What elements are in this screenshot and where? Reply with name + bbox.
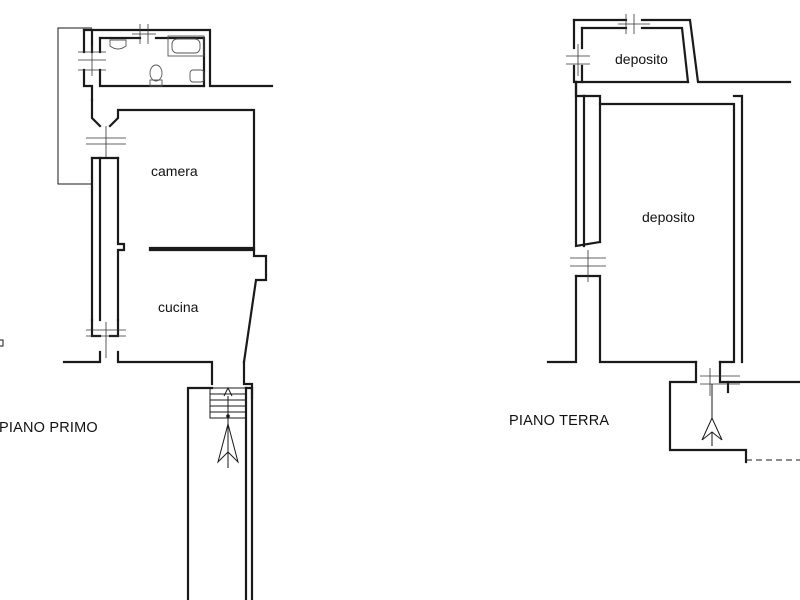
service-line [57, 27, 92, 185]
room-label-cucina: cucina [158, 299, 199, 315]
room-label-deposito-large: deposito [642, 209, 695, 225]
bidet-icon [189, 69, 205, 83]
piano-terra-title: PIANO TERRA [509, 413, 609, 429]
washbasin-icon [109, 39, 127, 50]
door-mark-icon [78, 24, 156, 76]
entrance-corridor [186, 386, 254, 600]
piano-primo-title: PIANO PRIMO [0, 420, 98, 436]
entrance-arrow-icon [701, 384, 723, 446]
entry-annex-walls [668, 360, 800, 464]
piano-terra-plan: deposito deposito PIANO TERRA [509, 14, 800, 464]
toilet-icon [149, 64, 163, 87]
west-wall [90, 156, 126, 322]
room-label-camera: camera [151, 163, 198, 179]
south-wall [62, 318, 254, 400]
partition-wall [148, 246, 268, 364]
staircase-icon [209, 386, 247, 440]
room-label-deposito-small: deposito [615, 51, 668, 67]
deposito-large-walls [546, 80, 744, 364]
entrance-arrow-icon [217, 422, 239, 468]
deposito-small-walls [566, 14, 792, 84]
bathtub-icon [167, 35, 205, 57]
bathroom-walls [82, 28, 274, 102]
piano-primo-plan: camera cucina PIANO PRIMO [0, 24, 274, 600]
corridor-walls [86, 98, 256, 252]
margin-tick [0, 339, 4, 347]
